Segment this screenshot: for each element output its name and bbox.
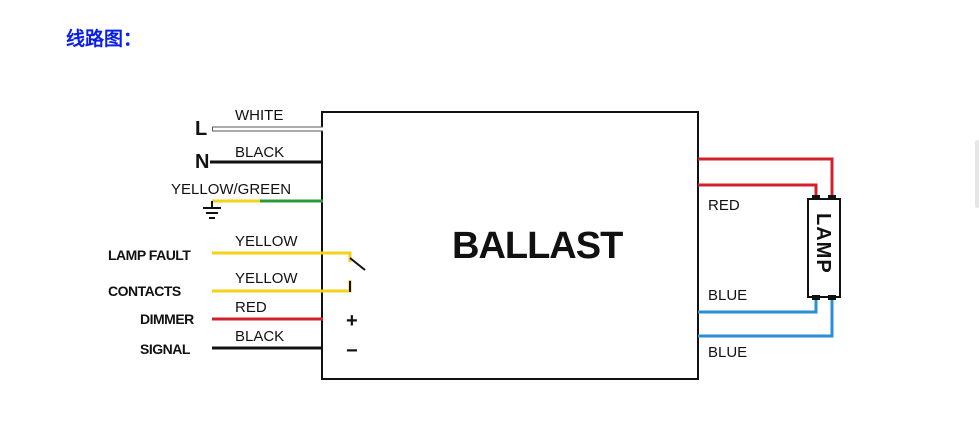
wire-blue-out-2 <box>698 296 834 338</box>
ballast-box <box>321 111 699 380</box>
terminal-contacts: CONTACTS <box>108 283 181 299</box>
wire-label-red-out: RED <box>708 197 740 214</box>
terminal-plus: + <box>346 310 358 332</box>
terminal-minus: − <box>346 340 358 362</box>
wire-label-blue-out-2: BLUE <box>708 344 747 361</box>
wire-label-yellow-2: YELLOW <box>235 270 298 287</box>
wire-label-black-neutral: BLACK <box>235 144 284 161</box>
diagram-heading: 线路图： <box>66 28 143 50</box>
terminal-signal: SIGNAL <box>140 341 191 357</box>
terminal-n: N <box>195 151 209 173</box>
terminal-l: L <box>195 118 207 140</box>
wire-red-out-2 <box>698 183 818 198</box>
wire-label-black-signal: BLACK <box>235 328 284 345</box>
wire-label-blue-out-1: BLUE <box>708 287 747 304</box>
page-edge-tab <box>975 140 979 208</box>
wire-label-yellow-green: YELLOW/GREEN <box>171 181 291 198</box>
wire-red-out-1 <box>698 157 834 198</box>
lamp-box <box>807 198 841 298</box>
lamp-label: LAMP <box>812 213 834 274</box>
terminal-lamp-fault: LAMP FAULT <box>108 247 191 263</box>
wire-label-white: WHITE <box>235 107 283 124</box>
wire-label-yellow-1: YELLOW <box>235 233 298 250</box>
fault-switch-contact <box>349 257 366 271</box>
ballast-label: BALLAST <box>452 225 623 267</box>
wire-label-red-dimmer: RED <box>235 299 267 316</box>
ground-icon <box>203 201 221 219</box>
lamp-pins <box>812 195 836 300</box>
terminal-dimmer: DIMMER <box>140 311 194 327</box>
wire-blue-out-1 <box>698 296 818 314</box>
